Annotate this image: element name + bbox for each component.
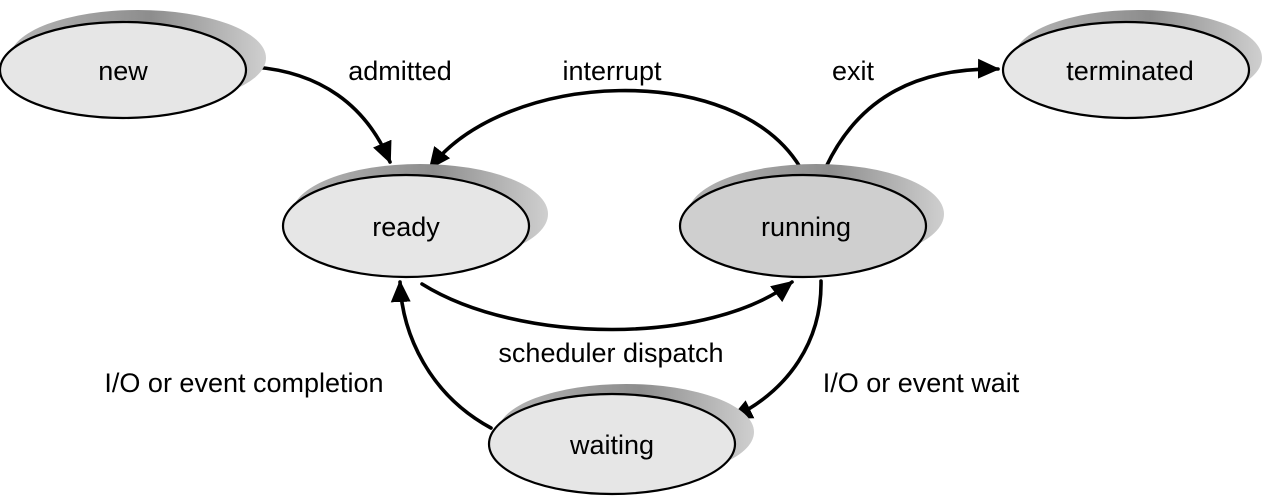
label-interrupt: interrupt: [562, 56, 662, 86]
arrow-scheduler-dispatch: [420, 280, 794, 332]
state-running-shape: [678, 173, 928, 279]
label-io-event-completion: I/O or event completion: [104, 368, 383, 398]
state-terminated: terminated: [1001, 10, 1262, 120]
arrow-io-event-completion: [390, 280, 493, 430]
state-running-label: running: [761, 212, 851, 242]
state-running: running: [678, 164, 944, 279]
label-admitted: admitted: [348, 56, 452, 86]
state-waiting: waiting: [487, 384, 754, 496]
state-waiting-label: waiting: [569, 430, 654, 460]
state-ready-label: ready: [372, 212, 440, 242]
arrow-io-event-wait: [730, 279, 823, 420]
label-scheduler-dispatch: scheduler dispatch: [498, 338, 723, 368]
state-ready-shape: [281, 173, 531, 279]
state-new-label: new: [98, 56, 148, 86]
label-exit: exit: [832, 56, 875, 86]
state-ready: ready: [281, 164, 548, 279]
arrow-exit: [824, 58, 1000, 169]
state-new-shape: [0, 20, 248, 120]
arrow-admitted: [252, 65, 392, 164]
state-terminated-shape: [1001, 20, 1251, 120]
state-terminated-label: terminated: [1066, 56, 1194, 86]
arrow-interrupt: [428, 88, 802, 170]
state-new: new: [0, 10, 266, 120]
label-io-event-wait: I/O or event wait: [823, 368, 1020, 398]
state-waiting-shape: [487, 392, 737, 496]
